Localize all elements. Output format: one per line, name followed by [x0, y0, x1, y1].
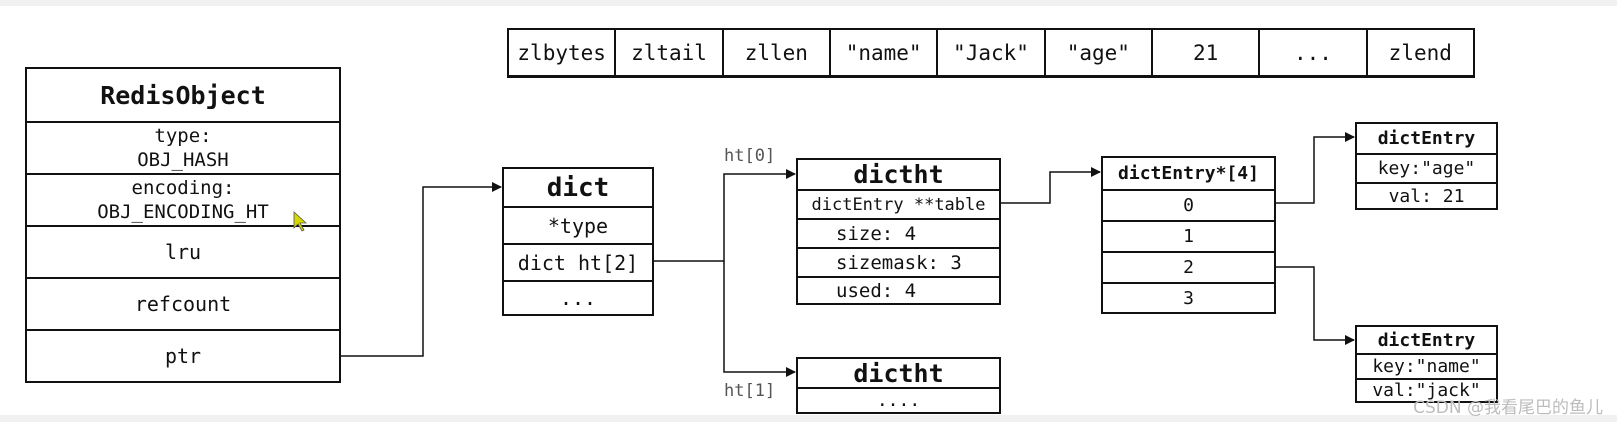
encoding-label: encoding:	[131, 177, 235, 199]
dict-ht-field: dict ht[2]	[504, 243, 652, 280]
redis-object-encoding-field: encoding: OBJ_ENCODING_HT	[27, 173, 339, 225]
bottom-border-strip	[0, 415, 1617, 422]
ht-to-dictht0-arrow	[654, 169, 796, 262]
ziplist-cell: zllen	[721, 30, 829, 75]
table-slot: 2	[1103, 251, 1274, 282]
table-slot: 0	[1103, 189, 1274, 220]
redis-object-lru-field: lru	[27, 225, 339, 277]
top-border-strip	[0, 0, 1617, 6]
type-label: type:	[154, 125, 212, 147]
ht1-label: ht[1]	[724, 381, 776, 401]
dictentry-table-box: dictEntry*[4] 0 1 2 3	[1101, 156, 1276, 314]
dict-box: dict *type dict ht[2] ...	[502, 167, 654, 316]
redis-object-box: RedisObject type: OBJ_HASH encoding: OBJ…	[25, 67, 341, 383]
watermark-text: CSDN @我看尾巴的鱼儿	[1413, 398, 1603, 418]
ziplist-cell: 21	[1150, 30, 1258, 75]
ziplist-row: zlbytes zltail zllen "name" "Jack" "age"…	[507, 28, 1475, 78]
ptr-to-dict-arrow	[341, 182, 502, 357]
used-text: used: 4	[836, 279, 917, 302]
redis-object-refcount-field: refcount	[27, 277, 339, 329]
ziplist-cell: "name"	[828, 30, 936, 75]
dict-more-field: ...	[504, 280, 652, 314]
ziplist-cell: zlbytes	[517, 40, 606, 65]
type-value: OBJ_HASH	[137, 149, 229, 171]
dictentry-name-box: dictEntry key:"name" val:"jack"	[1355, 325, 1498, 403]
ht-to-dictht1-arrow	[723, 261, 796, 377]
mouse-cursor-icon	[293, 211, 308, 232]
dictentry-name-key: key:"name"	[1357, 353, 1496, 378]
dictentry-age-key: key:"age"	[1357, 153, 1496, 182]
dictht0-box: dictht dictEntry **table size: 4 sizemas…	[796, 158, 1001, 305]
dict-title: dict	[546, 172, 610, 203]
redis-object-type-field: type: OBJ_HASH	[27, 121, 339, 173]
dictentry-name-title: dictEntry	[1377, 329, 1476, 351]
table-slot: 1	[1103, 220, 1274, 251]
dictht0-title: dictht	[853, 160, 944, 189]
dictentry-age-val: val: 21	[1357, 182, 1496, 208]
dictht0-table-field: dictEntry **table	[798, 189, 999, 218]
dictentry-table-title: dictEntry*[4]	[1118, 163, 1259, 184]
dictentry-name-val: val:"jack"	[1357, 378, 1496, 401]
size-text: size: 4	[836, 222, 917, 245]
slot0-to-age-entry-arrow	[1276, 132, 1355, 204]
ziplist-cell: zltail	[614, 30, 721, 75]
ziplist-cell: ...	[1258, 30, 1365, 75]
ziplist-cell: "Jack"	[936, 30, 1043, 75]
slot2-to-name-entry-arrow	[1276, 266, 1355, 345]
dictht1-more-field: ....	[798, 387, 999, 412]
encoding-value: OBJ_ENCODING_HT	[97, 201, 269, 223]
dict-type-field: *type	[504, 206, 652, 243]
ziplist-cell: "age"	[1043, 30, 1151, 75]
dictht0-size-field: size: 4	[798, 218, 999, 247]
ht0-label: ht[0]	[724, 146, 776, 166]
dictht0-sizemask-field: sizemask: 3	[798, 247, 999, 276]
ziplist-cell: zlend	[1365, 30, 1473, 75]
dictht1-box: dictht ....	[796, 357, 1001, 414]
dictentry-age-box: dictEntry key:"age" val: 21	[1355, 122, 1498, 210]
dictht1-title: dictht	[853, 358, 944, 388]
dictht0-used-field: used: 4	[798, 276, 999, 303]
redis-object-title: RedisObject	[100, 80, 266, 110]
dictentry-age-title: dictEntry	[1377, 128, 1476, 149]
table-slot: 3	[1103, 282, 1274, 312]
sizemask-text: sizemask: 3	[836, 251, 962, 274]
table-to-entries-arrow	[1001, 167, 1101, 204]
redis-object-ptr-field: ptr	[27, 329, 339, 381]
